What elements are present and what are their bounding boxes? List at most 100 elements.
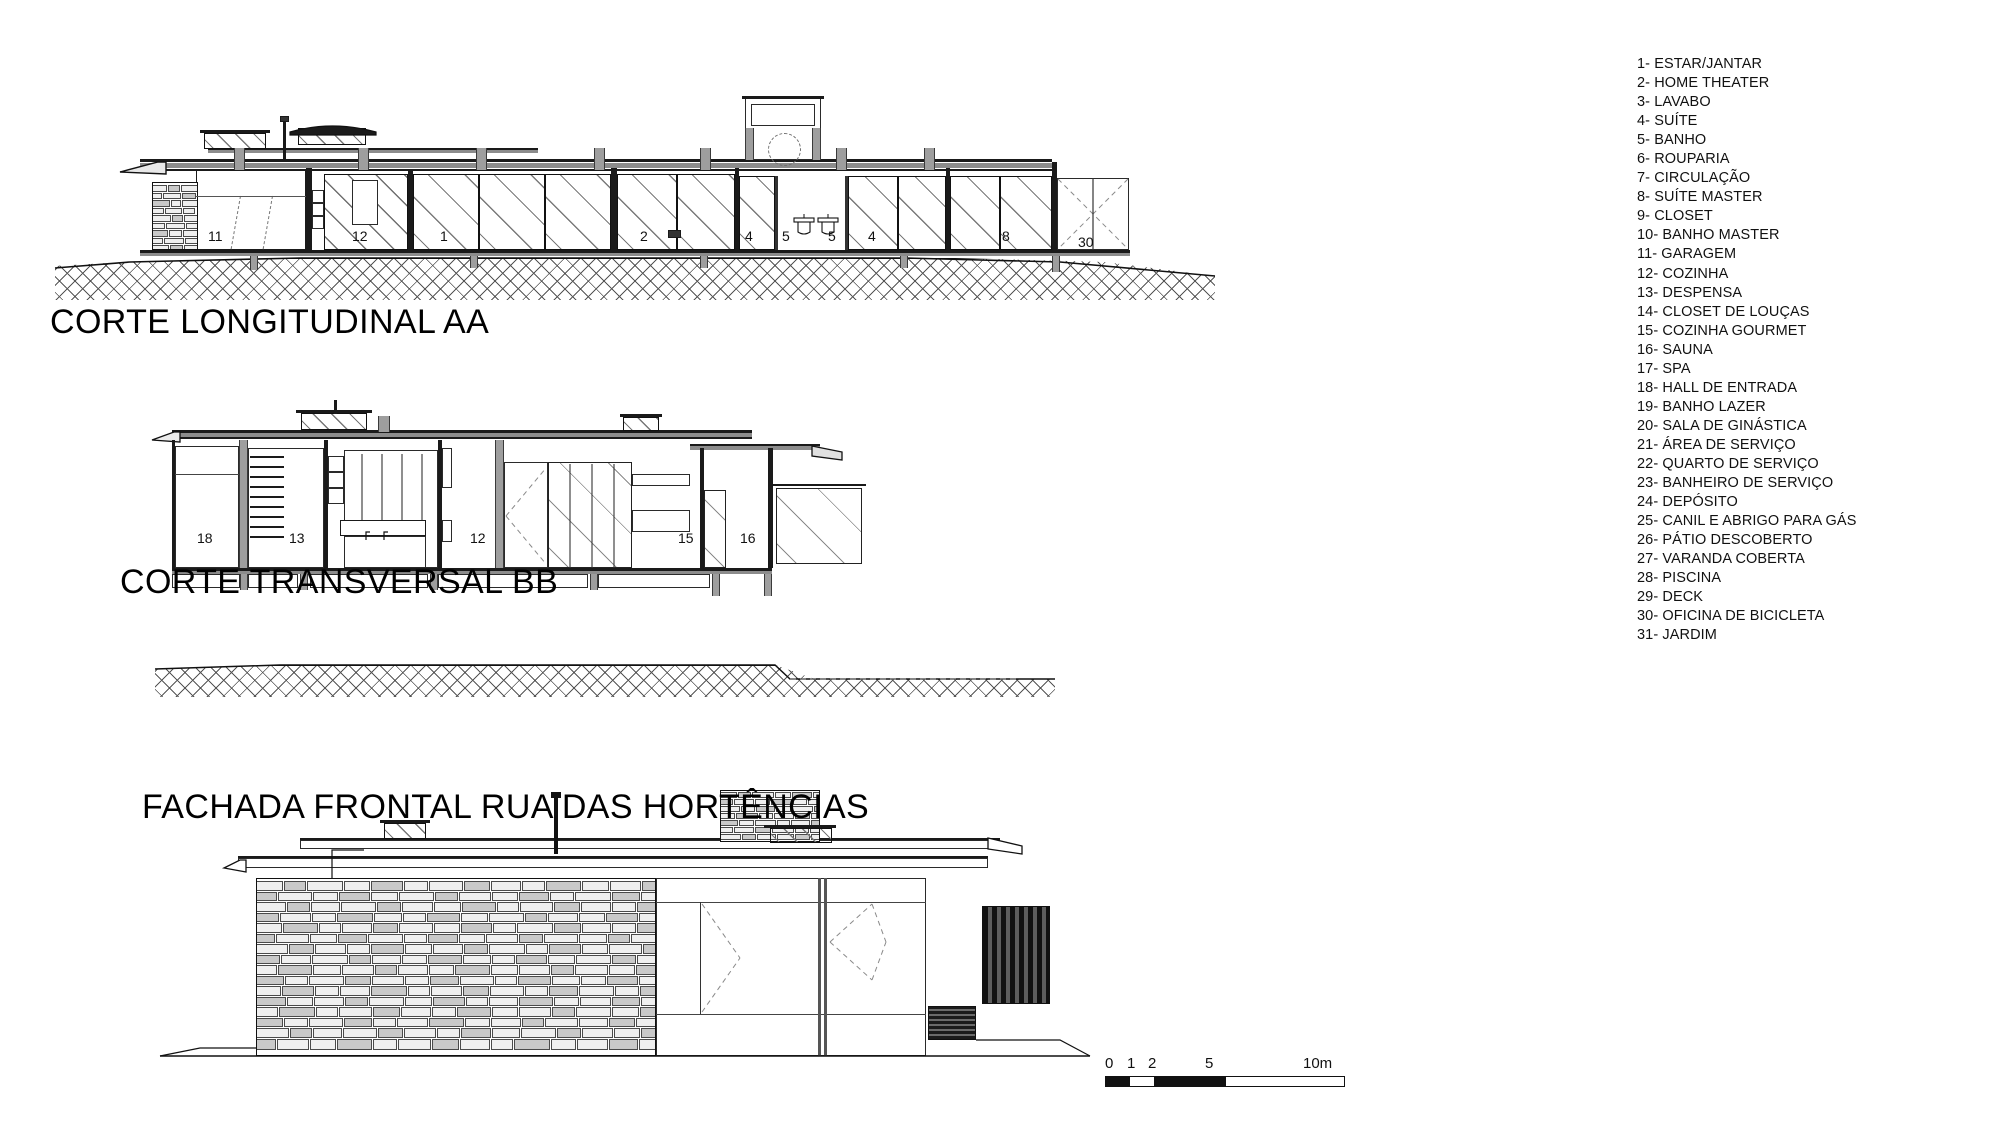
wall-bb-6	[768, 448, 773, 568]
gourmet-mullions-bb	[569, 464, 615, 568]
wall-thick-aa-5	[946, 168, 950, 250]
garage-block-aa	[196, 170, 306, 250]
shelf-bb-3	[250, 476, 284, 478]
legend-item: 18- HALL DE ENTRADA	[1637, 379, 1798, 396]
elev-skylight-1	[384, 823, 426, 839]
suite-glazing-aa-1	[739, 176, 775, 250]
room-label-bb-18: 18	[197, 530, 213, 546]
wall-thick-aa-1	[306, 168, 312, 250]
scale-tick-10: 10m	[1303, 1055, 1333, 1072]
column-aa-7	[924, 148, 935, 170]
floor-slab-bb	[172, 568, 772, 571]
scale-bar-graphic	[1105, 1076, 1345, 1087]
theater-glazing-aa-1	[617, 174, 677, 250]
scale-segment-2-5	[1154, 1077, 1226, 1086]
skylight-aa-1	[204, 133, 266, 149]
legend-item: 25- CANIL E ABRIGO PARA GÁS	[1637, 513, 1857, 530]
column-bb-top	[378, 416, 390, 432]
legend-item: 29- DECK	[1637, 589, 1704, 606]
column-aa-4	[594, 148, 605, 170]
door-swing-bb	[505, 467, 547, 565]
legend-item: 6- ROUPARIA	[1637, 151, 1730, 168]
crawlspace-bb-5	[598, 574, 710, 588]
end-block-top-bb	[772, 484, 866, 487]
shelf-bb-1	[250, 456, 284, 458]
gourmet-glazing-bb	[548, 462, 632, 568]
lightwell-pier-right-aa	[812, 128, 821, 160]
skylight-bb	[301, 413, 367, 430]
elev-glazing-sill	[656, 1014, 926, 1016]
legend-item: 12- COZINHA	[1637, 265, 1729, 282]
pier-bb-6	[764, 574, 772, 596]
room-label-bb-16: 16	[740, 530, 756, 546]
elev-skylight-cap-2	[764, 825, 836, 829]
room-label-aa-1: 1	[440, 228, 448, 244]
suite-glazing-aa-3	[898, 176, 946, 250]
roof-overhang-right-bb	[811, 445, 843, 461]
roof-overhang-left-aa	[119, 161, 167, 175]
wall-outer-bb	[172, 440, 175, 568]
legend-item: 21- ÁREA DE SERVIÇO	[1637, 436, 1796, 453]
kitchen-counter-bb	[340, 520, 426, 536]
pier-aa-2	[470, 256, 478, 268]
front-elevation-title: FACHADA FRONTAL RUA DAS HORTÊNCIAS	[142, 788, 870, 826]
pier-bb-4	[590, 574, 598, 590]
elev-door-swing-left	[701, 903, 741, 1013]
scale-tick-2: 2	[1148, 1055, 1157, 1072]
elev-roof-top	[300, 838, 1000, 841]
wall-bb-3	[438, 440, 442, 568]
section-longitudinal-aa: 11 12 1 2 4 5	[0, 0, 1400, 300]
shelf-bb-9	[250, 536, 284, 538]
master-glazing-aa-1	[950, 176, 1000, 250]
roof-slab-fill-bb	[172, 433, 752, 437]
crawlspace-bb-1	[172, 574, 240, 588]
legend-item: 14- CLOSET DE LOUÇAS	[1637, 303, 1810, 320]
vent-pipe-bb	[334, 400, 337, 414]
cabinet-bb-2	[328, 472, 344, 488]
elev-roof-tip-left	[221, 859, 247, 873]
legend-item: 26- PÁTIO DESCOBERTO	[1637, 532, 1813, 549]
elev-roof-fascia-1	[300, 840, 1000, 849]
wall-bb-4	[495, 440, 504, 568]
wall-thick-aa-6	[1052, 162, 1057, 254]
elev-glazing-head	[656, 902, 926, 904]
skylight-cap-aa-2	[289, 125, 377, 136]
lightwell-pier-left-aa	[745, 128, 754, 160]
wall-bb-1	[239, 440, 248, 568]
legend-item: 31- JARDIM	[1637, 627, 1717, 644]
column-aa-1	[234, 148, 245, 170]
scale-tick-0: 0	[1105, 1055, 1114, 1072]
elev-chimney-stone	[720, 790, 820, 842]
stone-wall-aa	[152, 182, 198, 250]
shelf-aa-3	[312, 216, 324, 229]
cabinet-bb-3	[328, 488, 344, 504]
hall-ceiling-bb	[175, 474, 239, 476]
despensa-bb	[248, 448, 324, 568]
shelf-bb-4	[250, 486, 284, 488]
elev-slatted-screen	[982, 906, 1050, 1004]
elev-parapet-return	[331, 849, 364, 878]
wall-thick-aa-4	[735, 168, 739, 250]
elev-mullion-1	[700, 902, 702, 1014]
elev-mullion-2	[818, 878, 821, 1056]
lightwell-glazing-aa	[751, 104, 815, 126]
end-block-glazing-bb	[776, 488, 862, 564]
pier-bb-3	[430, 574, 438, 590]
elev-vent-cap	[551, 792, 561, 798]
ground-hatch-aa	[55, 258, 1215, 300]
roof-right-bb	[690, 444, 820, 447]
kitchen-base-bb	[344, 536, 426, 568]
legend-item: 7- CIRCULAÇÃO	[1637, 170, 1751, 187]
roof-right-fill-bb	[690, 446, 820, 450]
upper-roof-left-aa	[208, 148, 538, 150]
crawlspace-bb-2	[248, 574, 298, 588]
crawlspace-bb-3	[310, 574, 428, 588]
floor-slab-under-aa	[140, 253, 1130, 256]
theater-equipment-aa	[668, 230, 681, 238]
master-glazing-aa-2	[1000, 176, 1052, 250]
wall-thick-aa-2	[408, 170, 413, 250]
shelf-aa-2	[312, 203, 324, 216]
room-label-aa-5a: 5	[782, 228, 790, 244]
ground-line-aa	[54, 257, 1216, 277]
wall-bb-5	[700, 448, 704, 568]
